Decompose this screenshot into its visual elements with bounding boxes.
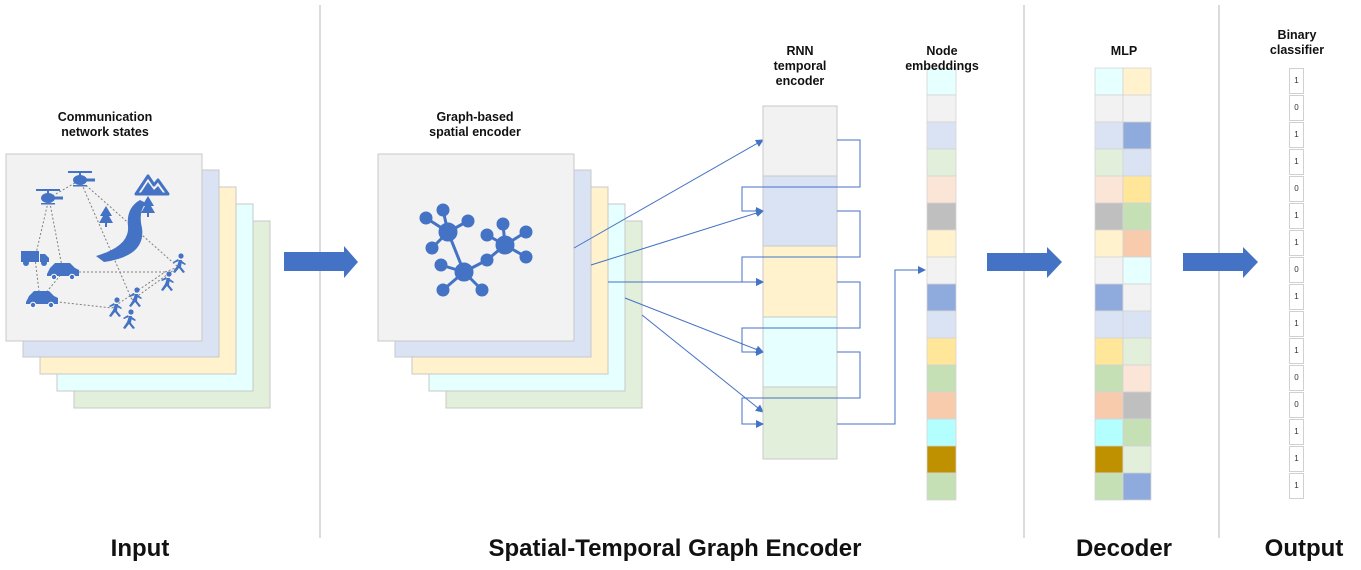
mountain-icon <box>134 174 170 196</box>
mlp-label: MLP <box>1110 44 1138 58</box>
binary-output-cell: 1 <box>1289 203 1304 229</box>
embedding-cell <box>926 418 957 447</box>
arrow-right-icon <box>987 247 1062 278</box>
mlp-cell <box>1122 175 1152 204</box>
mlp-cell <box>1122 418 1152 447</box>
embedding-cell <box>926 148 957 177</box>
communication-network-states-label: Communication network states <box>57 110 153 139</box>
binary-output-cell: 1 <box>1289 338 1304 364</box>
arrow-right-icon <box>1183 247 1258 278</box>
mlp-cell <box>1122 283 1152 312</box>
mlp-cell <box>1122 391 1152 420</box>
embedding-cell <box>926 310 957 339</box>
mlp-cell <box>1094 445 1124 474</box>
binary-output-cell: 0 <box>1289 392 1304 418</box>
mlp-cell <box>1094 472 1124 501</box>
graph-encoder-stack <box>377 153 643 409</box>
binary-output-cell: 1 <box>1289 230 1304 256</box>
mlp-cell <box>1122 121 1152 150</box>
embedding-cell <box>926 229 957 258</box>
mlp-cell <box>1094 310 1124 339</box>
road-icon <box>96 200 146 262</box>
embedding-cell <box>926 364 957 393</box>
binary-output-cell: 0 <box>1289 365 1304 391</box>
section-title-output: Output <box>1264 535 1344 562</box>
mlp-cell <box>1122 337 1152 366</box>
mlp-cell <box>1094 148 1124 177</box>
binary-output-cell: 1 <box>1289 122 1304 148</box>
embedding-cell <box>926 337 957 366</box>
binary-output-cell: 1 <box>1289 284 1304 310</box>
section-title-encoder: Spatial-Temporal Graph Encoder <box>488 535 862 562</box>
embedding-cell <box>926 256 957 285</box>
mlp-cell <box>1122 67 1152 96</box>
embedding-cell <box>926 283 957 312</box>
encoder-to-rnn-arrows <box>573 139 764 413</box>
embedding-cell <box>926 445 957 474</box>
mlp-cell <box>1122 256 1152 285</box>
embedding-cell <box>926 472 957 501</box>
mlp-cell <box>1094 337 1124 366</box>
mlp-cell <box>1094 121 1124 150</box>
embedding-cell <box>926 202 957 231</box>
binary-output-cell: 1 <box>1289 311 1304 337</box>
binary-classifier-label: Binary classifier <box>1269 28 1325 57</box>
binary-output-cell: 0 <box>1289 176 1304 202</box>
section-dividers <box>319 5 1220 538</box>
graph-based-spatial-encoder-label: Graph-based spatial encoder <box>429 110 521 139</box>
node-embeddings-label: Node embeddings <box>905 44 979 73</box>
mlp-cell <box>1094 391 1124 420</box>
truck-icon <box>21 251 49 266</box>
embedding-cell <box>926 94 957 123</box>
mlp-cell <box>1094 94 1124 123</box>
section-title-decoder: Decoder <box>1075 535 1173 562</box>
network-state-illustration <box>21 171 186 329</box>
mlp-cell <box>1122 229 1152 258</box>
binary-output-cell: 1 <box>1289 149 1304 175</box>
mlp-cell <box>1094 418 1124 447</box>
mlp-cell <box>1094 256 1124 285</box>
mlp-cell <box>1094 283 1124 312</box>
embedding-cell <box>926 175 957 204</box>
mlp-cell <box>1122 364 1152 393</box>
rnn-temporal-encoder <box>762 105 838 460</box>
binary-output-cell: 1 <box>1289 473 1304 499</box>
mlp-cell <box>1122 445 1152 474</box>
binary-output-cell: 0 <box>1289 257 1304 283</box>
mlp-cell <box>1094 67 1124 96</box>
mlp-decoder <box>1094 67 1152 501</box>
mlp-cell <box>1122 472 1152 501</box>
rnn-temporal-encoder-label: RNN temporal encoder <box>773 44 827 88</box>
arrow-right-icon <box>284 246 358 278</box>
embedding-cell <box>926 121 957 150</box>
binary-output-cell: 1 <box>1289 446 1304 472</box>
mlp-cell <box>1094 175 1124 204</box>
mlp-cell <box>1122 202 1152 231</box>
mlp-cell <box>1094 229 1124 258</box>
binary-output-cell: 1 <box>1289 68 1304 94</box>
embedding-cell <box>926 391 957 420</box>
graph-network-icon <box>419 203 533 297</box>
node-embeddings-column <box>926 67 957 501</box>
section-title-input: Input <box>110 535 170 562</box>
binary-output-cell: 1 <box>1289 419 1304 445</box>
mlp-cell <box>1122 310 1152 339</box>
mlp-cell <box>1094 202 1124 231</box>
mlp-cell <box>1122 94 1152 123</box>
rnn-recurrent-connectors <box>741 139 926 428</box>
mlp-cell <box>1122 148 1152 177</box>
mlp-cell <box>1094 364 1124 393</box>
binary-output-cell: 0 <box>1289 95 1304 121</box>
